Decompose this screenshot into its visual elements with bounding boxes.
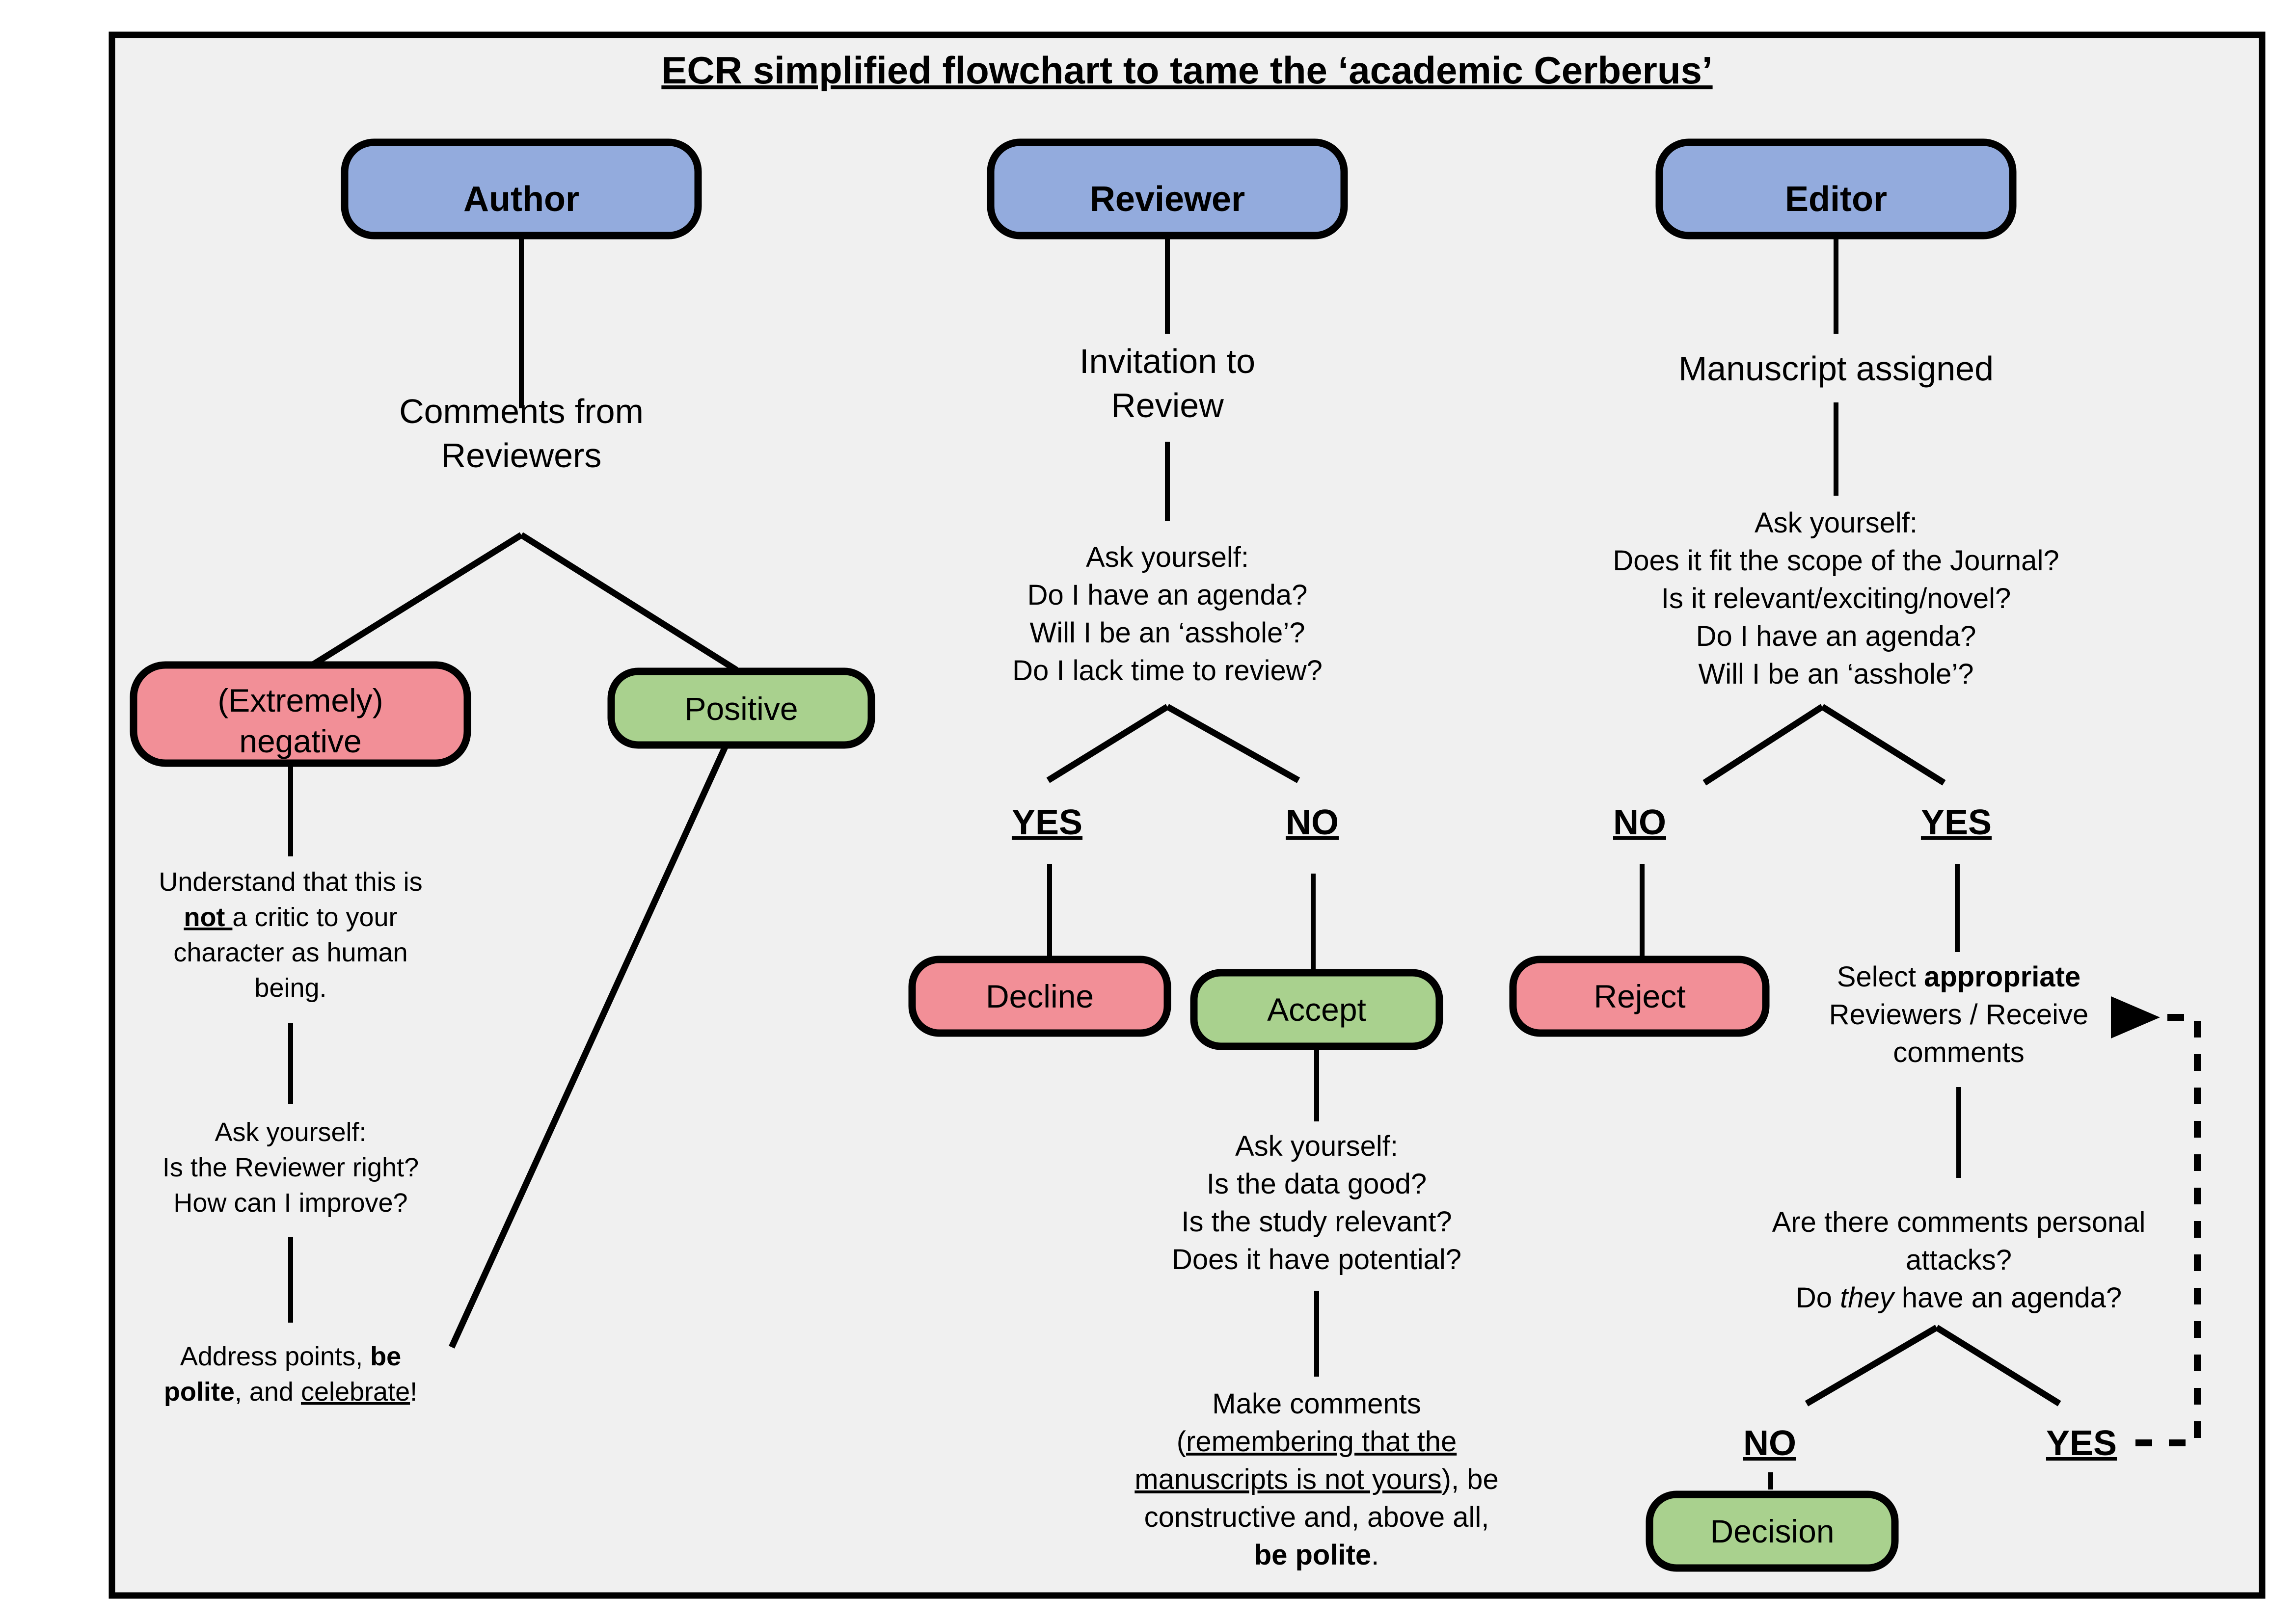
editor-ask-line3: Is it relevant/exciting/novel? <box>1661 583 2011 614</box>
editor-branch2-yes-label: YES <box>2046 1424 2117 1463</box>
page-title: ECR simplified flowchart to tame the ‘ac… <box>661 49 1712 92</box>
author-comments-line1: Comments from <box>399 392 644 430</box>
reviewer-quality-line2: Is the data good? <box>1207 1168 1427 1200</box>
reviewer-make-comments-paren-close: ), be <box>1442 1463 1499 1495</box>
reviewer-make-comments-line5: be polite. <box>1254 1539 1379 1571</box>
node-decline-label: Decline <box>986 978 1094 1014</box>
editor-ask-line5: Will I be an ‘asshole’? <box>1699 658 1974 690</box>
panel-border <box>108 31 2266 1599</box>
author-understand-line1: Understand that this is <box>159 867 422 897</box>
author-address-line2-tail: ! <box>410 1377 417 1407</box>
reviewer-make-comments-line4: constructive and, above all, <box>1144 1501 1489 1533</box>
edge-editor-ask-to-yes <box>1820 704 1946 786</box>
author-understand-not-emphasis: not <box>184 903 232 932</box>
editor-branch2-no-label: NO <box>1743 1424 1796 1463</box>
reviewer-be-polite-tail: . <box>1371 1539 1379 1571</box>
node-extremely-negative[interactable] <box>130 661 471 767</box>
feedback-arrowhead-icon <box>2111 996 2160 1038</box>
node-positive[interactable] <box>607 667 875 749</box>
author-understand-line4: being. <box>254 973 326 1003</box>
editor-ask-line2: Does it fit the scope of the Journal? <box>1613 545 2059 577</box>
author-comments-line2: Reviewers <box>441 436 602 475</box>
author-address-line2-bold: polite <box>164 1377 235 1407</box>
author-understand-line2: not a critic to your <box>184 903 397 932</box>
node-author-role-label: Author <box>463 180 579 219</box>
editor-select-line2: Reviewers / Receive <box>1829 999 2089 1031</box>
editor-assigned-label: Manuscript assigned <box>1678 349 1994 388</box>
author-ask-line1: Ask yourself: <box>215 1117 366 1147</box>
editor-attacks-they-italic: they <box>1840 1282 1895 1314</box>
reviewer-quality-line1: Ask yourself: <box>1235 1130 1398 1162</box>
node-decision[interactable] <box>1646 1490 1899 1572</box>
editor-ask-line1: Ask yourself: <box>1755 507 1918 539</box>
editor-branch-yes-label: YES <box>1921 803 1992 842</box>
author-address-celebrate: celebrate <box>301 1377 410 1407</box>
reviewer-ask-line1: Ask yourself: <box>1086 541 1249 573</box>
editor-select-line3: comments <box>1893 1037 2025 1068</box>
edge-reviewer-ask-to-no <box>1165 704 1300 783</box>
editor-attacks-line1: Are there comments personal <box>1772 1206 2146 1238</box>
editor-select-appropriate-bold: appropriate <box>1924 961 2080 993</box>
edge-attacks-to-yes <box>1935 1325 2061 1407</box>
editor-ask-line4: Do I have an agenda? <box>1696 620 1976 652</box>
author-address-line2: polite, and celebrate! <box>164 1377 417 1407</box>
editor-select-plain: Select <box>1837 961 1924 993</box>
reviewer-ask-line4: Do I lack time to review? <box>1012 655 1323 687</box>
editor-attacks-line3: Do they have an agenda? <box>1796 1282 2122 1314</box>
reviewer-make-comments-underline-b: manuscripts is not yours <box>1134 1463 1441 1495</box>
edge-attacks-to-no <box>1805 1325 1939 1407</box>
node-decision-label: Decision <box>1710 1513 1834 1549</box>
reviewer-quality-line4: Does it have potential? <box>1172 1244 1461 1276</box>
reviewer-be-polite-bold: be polite <box>1254 1539 1371 1571</box>
editor-attacks-line2: attacks? <box>1906 1244 2012 1276</box>
edge-comments-to-positive <box>519 532 738 673</box>
reviewer-make-comments-underline-a: remembering that the <box>1186 1426 1457 1458</box>
author-understand-line3: character as human <box>173 938 407 967</box>
reviewer-invitation-line2: Review <box>1111 386 1224 425</box>
author-ask-line3: How can I improve? <box>173 1188 407 1218</box>
reviewer-branch-no-label: NO <box>1286 803 1339 842</box>
reviewer-quality-line3: Is the study relevant? <box>1181 1206 1452 1238</box>
edge-positive-to-address <box>449 745 729 1349</box>
author-ask-line2: Is the Reviewer right? <box>162 1153 419 1182</box>
node-accept-label: Accept <box>1267 991 1366 1028</box>
author-address-line1-bold: be <box>370 1342 401 1371</box>
reviewer-make-comments-line3: manuscripts is not yours), be <box>1134 1463 1498 1495</box>
edge-reviewer-ask-to-yes <box>1046 704 1169 783</box>
node-decline[interactable] <box>908 956 1171 1037</box>
editor-attacks-line3-post: have an agenda? <box>1894 1282 2122 1314</box>
edge-editor-ask-to-no <box>1702 704 1824 786</box>
node-reject-label: Reject <box>1594 978 1685 1014</box>
author-address-line2-plain: , and <box>235 1377 301 1407</box>
editor-select-line1: Select appropriate <box>1837 961 2080 993</box>
reviewer-make-comments-line1: Make comments <box>1212 1388 1421 1420</box>
reviewer-branch-yes-label: YES <box>1012 803 1082 842</box>
edge-comments-to-negative <box>302 532 523 673</box>
reviewer-ask-line3: Will I be an ‘asshole’? <box>1030 617 1305 649</box>
reviewer-invitation-line1: Invitation to <box>1080 342 1255 380</box>
author-address-line1-plain: Address points, <box>180 1342 370 1371</box>
author-address-line1: Address points, be <box>180 1342 401 1371</box>
reviewer-make-comments-line2: (remembering that the <box>1177 1426 1457 1458</box>
node-extremely-negative-line2: negative <box>239 723 362 759</box>
node-extremely-negative-line1: (Extremely) <box>217 682 383 718</box>
reviewer-ask-line2: Do I have an agenda? <box>1027 579 1308 611</box>
node-reviewer-role-label: Reviewer <box>1090 180 1245 219</box>
reviewer-make-comments-paren-open: ( <box>1177 1426 1186 1458</box>
edge-feedback-dashed-loop <box>2135 1014 2201 1446</box>
node-positive-label: Positive <box>684 691 798 727</box>
node-editor-role-label: Editor <box>1785 180 1887 219</box>
node-reject[interactable] <box>1509 956 1770 1037</box>
author-understand-line2-rest: a critic to your <box>232 903 397 932</box>
editor-attacks-line3-pre: Do <box>1796 1282 1840 1314</box>
editor-branch-no-label: NO <box>1613 803 1666 842</box>
